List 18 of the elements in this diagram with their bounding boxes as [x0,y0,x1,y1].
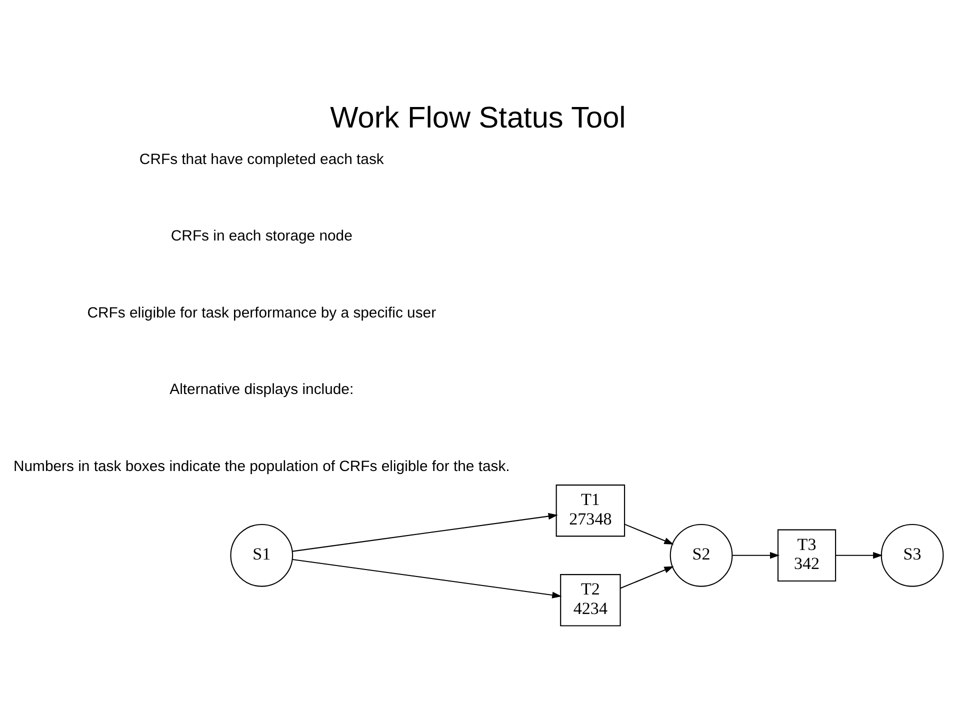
arrow [836,552,883,559]
node-box: T1 27348 [556,484,626,537]
label: Numbers in task boxes indicate the population of CRFs eligible for the task. [14,458,510,475]
node-box: T3 342 [777,529,836,582]
node-circle: S3 [880,524,944,587]
diagram-title: Work Flow Status Tool [330,101,626,134]
arrow [620,566,674,589]
arrow [624,524,674,545]
label: CRFs that have completed each task [139,150,384,168]
arrow [292,558,562,598]
node-box: T2 4234 [560,574,621,626]
arrow [292,512,558,552]
label: Alternative displays include: [170,381,354,398]
arrow [732,552,780,559]
label: CRFs in each storage node [170,228,352,245]
label: CRFs eligible for task performance by a specific user [87,304,436,322]
node-circle: S2 [670,524,733,587]
node-circle: S1 [230,524,294,587]
